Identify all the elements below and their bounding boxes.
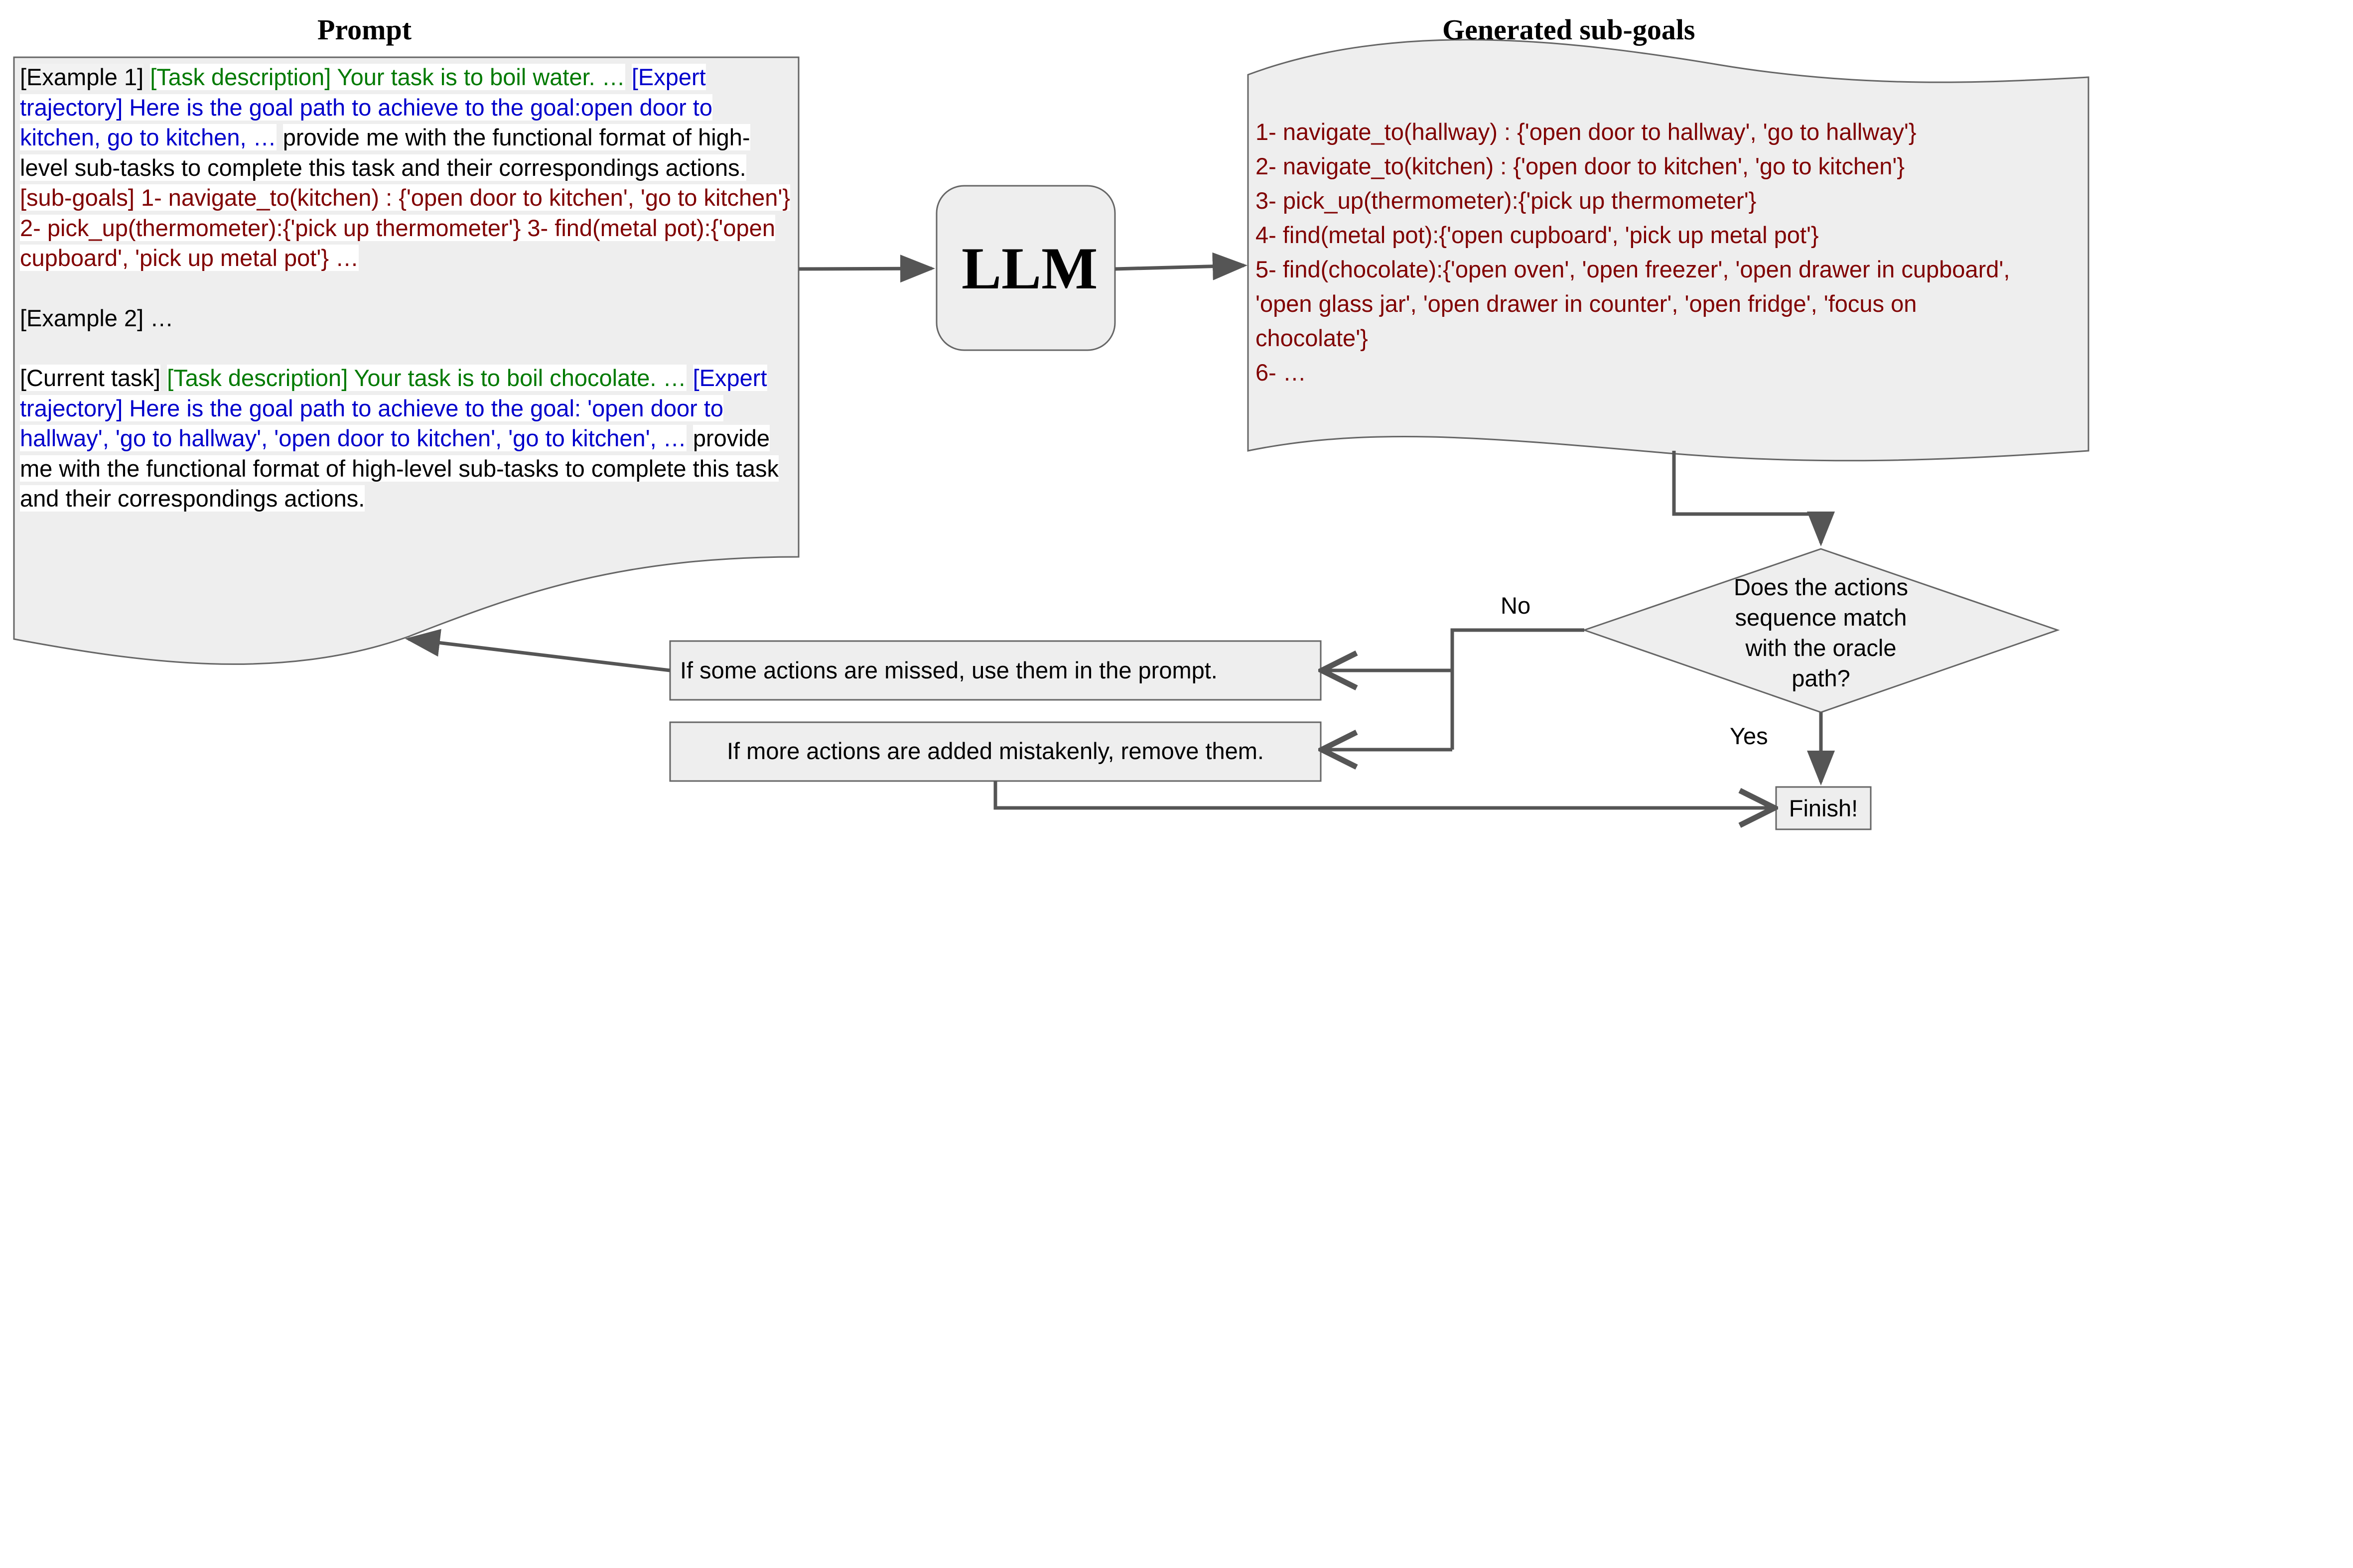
yes-label: Yes bbox=[1730, 723, 1768, 749]
no-label: No bbox=[1501, 592, 1531, 619]
arrow-prompt-to-llm bbox=[798, 255, 935, 283]
current-task-tag: [Current task] bbox=[20, 365, 161, 391]
finish-label: Finish! bbox=[1789, 795, 1858, 821]
example-1-task-description: [Task description] Your task is to boil … bbox=[150, 64, 625, 90]
subgoal-line: 'open glass jar', 'open drawer in counte… bbox=[1255, 290, 1917, 317]
current-task-description: [Task description] Your task is to boil … bbox=[167, 365, 687, 391]
decision-line: Does the actions bbox=[1733, 574, 1909, 600]
prompt-title: Prompt bbox=[317, 13, 412, 46]
decision-line: sequence match bbox=[1735, 604, 1907, 631]
decision-question: Does the actions sequence match with the… bbox=[1696, 572, 1945, 693]
prompt-current-task: [Current task] [Task description] Your t… bbox=[20, 363, 797, 514]
subgoal-line: 2- navigate_to(kitchen) : {'open door to… bbox=[1255, 153, 1905, 179]
subgoal-line: 5- find(chocolate):{'open oven', 'open f… bbox=[1255, 256, 2010, 282]
arrow-llm-to-subgoals bbox=[1114, 252, 1247, 280]
decision-line: path? bbox=[1792, 665, 1850, 691]
arrow-missed-to-prompt bbox=[405, 629, 671, 672]
subgoals-document-shape bbox=[1247, 39, 2089, 462]
subgoal-line: 6- … bbox=[1255, 359, 1306, 386]
subgoal-line: 3- pick_up(thermometer):{'pick up thermo… bbox=[1255, 187, 1757, 214]
missed-actions-label: If some actions are missed, use them in … bbox=[680, 657, 1218, 683]
arrow-subgoals-to-decision bbox=[1672, 451, 1835, 546]
prompt-example-2: [Example 2] … bbox=[20, 304, 174, 331]
subgoals-list: 1- navigate_to(hallway) : {'open door to… bbox=[1255, 115, 2063, 390]
subgoal-line: chocolate'} bbox=[1255, 325, 1368, 351]
prompt-example-1: [Example 1] [Task description] Your task… bbox=[20, 62, 797, 273]
connector-decision-no bbox=[1450, 628, 1584, 750]
subgoal-line: 4- find(metal pot):{'open cupboard', 'pi… bbox=[1255, 222, 1819, 248]
subgoals-title: Generated sub-goals bbox=[1442, 13, 1695, 46]
llm-label: LLM bbox=[962, 235, 1098, 301]
finish-box bbox=[1775, 786, 1872, 830]
arrow-extra-to-finish bbox=[993, 781, 1771, 808]
subgoal-line: 1- navigate_to(hallway) : {'open door to… bbox=[1255, 119, 1917, 145]
example-1-tag: [Example 1] bbox=[20, 64, 144, 90]
prompt-text: [Example 1] [Task description] Your task… bbox=[20, 62, 797, 514]
decision-line: with the oracle bbox=[1745, 635, 1897, 661]
extra-actions-label: If more actions are added mistakenly, re… bbox=[727, 738, 1264, 764]
example-1-subgoals: [sub-goals] 1- navigate_to(kitchen) : {'… bbox=[20, 184, 791, 271]
